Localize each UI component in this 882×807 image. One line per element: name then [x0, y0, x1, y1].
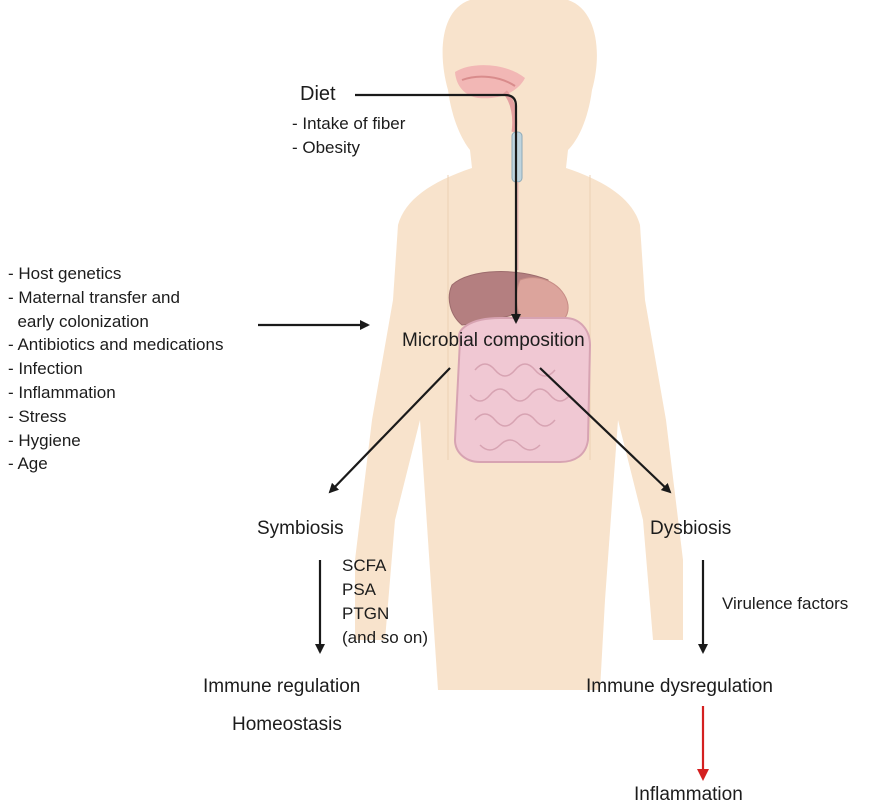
list-item: early colonization: [8, 310, 223, 334]
list-item: - Hygiene: [8, 429, 223, 453]
virulence-factors-label: Virulence factors: [722, 592, 848, 616]
immune-regulation-label: Immune regulation: [203, 676, 360, 698]
inflammation-label: Inflammation: [634, 784, 743, 806]
immune-dysregulation-label: Immune dysregulation: [586, 676, 773, 698]
symbiosis-label: Symbiosis: [257, 518, 344, 540]
mediator-ptgn: PTGN: [342, 602, 389, 626]
list-item: - Antibiotics and medications: [8, 333, 223, 357]
factors-list: - Host genetics - Maternal transfer and …: [8, 262, 223, 476]
mediator-scfa: SCFA: [342, 554, 386, 578]
list-item: - Age: [8, 452, 223, 476]
diet-item-obesity: - Obesity: [292, 136, 360, 160]
list-item: - Maternal transfer and: [8, 286, 223, 310]
diet-item-fiber: - Intake of fiber: [292, 112, 405, 136]
mediator-and-so-on: (and so on): [342, 626, 428, 650]
list-item: - Stress: [8, 405, 223, 429]
homeostasis-label: Homeostasis: [232, 714, 342, 736]
dysbiosis-label: Dysbiosis: [650, 518, 731, 540]
diet-label: Diet: [300, 83, 336, 105]
list-item: - Infection: [8, 357, 223, 381]
list-item: - Inflammation: [8, 381, 223, 405]
mediator-psa: PSA: [342, 578, 376, 602]
microbial-composition-label: Microbial composition: [402, 330, 585, 352]
list-item: - Host genetics: [8, 262, 223, 286]
